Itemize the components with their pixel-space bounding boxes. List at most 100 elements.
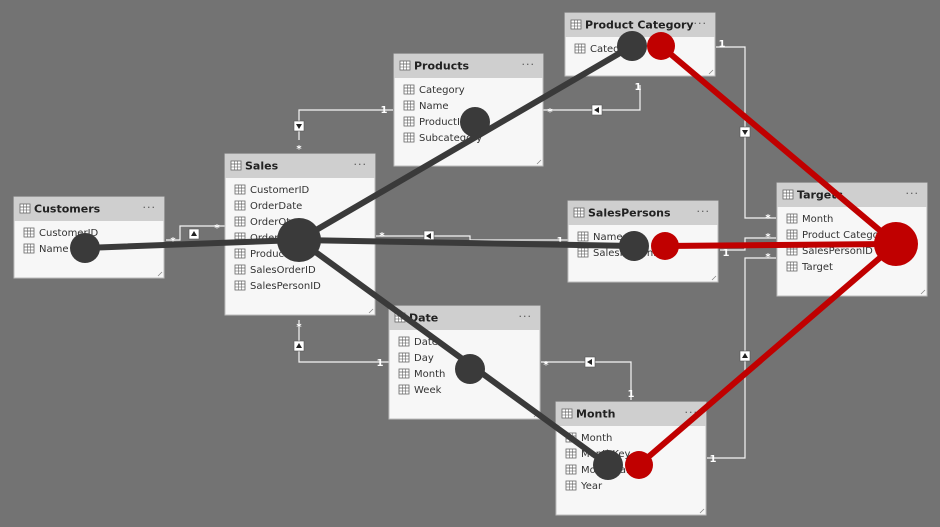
table-icon: [399, 60, 411, 71]
field-name: ProductID: [419, 117, 468, 128]
rel-sales-products[interactable]: [298, 109, 393, 140]
field-row[interactable]: SalesPersonID: [234, 280, 321, 292]
field-table-icon: [577, 247, 589, 258]
field-name: Name: [39, 244, 69, 255]
cardinality-month-one: 1: [628, 389, 635, 400]
cardinality-targets-many-1: *: [765, 213, 771, 224]
more-options-icon[interactable]: ···: [354, 158, 368, 171]
filter-arrow-date-month: [584, 356, 596, 368]
table-title: SalesPersons: [588, 207, 671, 220]
more-options-icon[interactable]: ···: [519, 310, 533, 323]
cardinality-products-one: 1: [381, 105, 388, 116]
field-row[interactable]: ProductID: [403, 116, 468, 128]
rel-sales-date[interactable]: [298, 320, 389, 363]
cardinality-sales-many-bottom: *: [296, 322, 302, 333]
field-table-icon: [786, 229, 798, 240]
field-row[interactable]: Month: [398, 368, 445, 380]
field-row[interactable]: Subcategory: [403, 132, 482, 144]
more-options-icon[interactable]: ···: [906, 187, 920, 200]
field-table-icon: [403, 116, 415, 127]
field-row[interactable]: Year: [565, 480, 603, 492]
field-name: OrderQty: [250, 217, 296, 228]
resize-grip-icon[interactable]: [536, 159, 542, 165]
field-row[interactable]: Name: [403, 100, 449, 112]
table-cards: Product Category···CategoryProducts···Ca…: [13, 12, 928, 516]
field-table-icon: [786, 245, 798, 256]
table-card-product-category[interactable]: Product Category···Category: [564, 12, 716, 77]
field-name: Product Category: [802, 230, 889, 241]
field-row[interactable]: ProductID: [234, 248, 299, 260]
resize-grip-icon[interactable]: [699, 508, 705, 514]
filter-arrow-sales-date: [293, 340, 305, 352]
field-row[interactable]: OrderQty: [234, 216, 296, 228]
cardinality-category-one: 1: [635, 82, 642, 93]
field-row[interactable]: Category: [574, 43, 636, 55]
field-table-icon: [234, 184, 246, 195]
more-options-icon[interactable]: ···: [522, 58, 536, 71]
table-icon: [230, 160, 242, 171]
overlay-line-sales-category: [296, 43, 635, 243]
cardinality-month-one-right: 1: [710, 454, 717, 465]
resize-grip-icon[interactable]: [368, 308, 374, 314]
overlay-dot-targets-red: [874, 222, 918, 266]
field-name: Name: [419, 101, 449, 112]
cardinality-products-many: *: [547, 107, 553, 118]
more-options-icon[interactable]: ···: [697, 205, 711, 218]
rel-customers-sales[interactable]: [166, 225, 225, 241]
field-table-icon: [234, 264, 246, 275]
resize-grip-icon[interactable]: [920, 289, 926, 295]
field-row[interactable]: Product Category: [786, 229, 889, 241]
cardinality-salespersons-one-right: 1: [723, 248, 730, 259]
table-icon: [570, 19, 582, 30]
field-row[interactable]: Month: [786, 213, 833, 225]
table-title: Products: [414, 60, 470, 73]
field-row[interactable]: OrderDate: [234, 200, 302, 212]
field-table-icon: [574, 43, 586, 54]
table-icon: [782, 189, 794, 200]
field-row[interactable]: SalesOrderID: [234, 264, 316, 276]
field-row[interactable]: Name: [23, 243, 69, 255]
rel-date-month[interactable]: [541, 361, 632, 400]
resize-grip-icon[interactable]: [711, 275, 717, 281]
field-row[interactable]: Target: [786, 261, 833, 273]
field-table-icon: [565, 448, 577, 459]
more-options-icon[interactable]: ···: [143, 201, 157, 214]
field-table-icon: [786, 213, 798, 224]
field-name: Month: [414, 369, 445, 380]
rel-sales-salespersons[interactable]: [376, 235, 568, 241]
more-options-icon[interactable]: ···: [694, 17, 708, 30]
field-name: Category: [590, 44, 636, 55]
field-row[interactable]: SalesPersonID: [786, 245, 873, 257]
filter-arrow-products-category: [591, 104, 603, 116]
table-card-salespersons[interactable]: SalesPersons···NameSalesPersonID: [567, 200, 719, 283]
resize-grip-icon[interactable]: [157, 271, 163, 277]
field-row[interactable]: CustomerID: [23, 227, 99, 239]
field-table-icon: [23, 243, 35, 254]
field-name: OrderDate: [250, 201, 302, 212]
field-name: Day: [414, 353, 434, 364]
field-row[interactable]: Name: [577, 231, 623, 243]
field-table-icon: [577, 231, 589, 242]
overlay-dot-sales: [277, 218, 321, 262]
field-row[interactable]: CustomerID: [234, 184, 310, 196]
filter-arrow-month-targets: [739, 350, 751, 362]
annotation-overlay: [70, 31, 918, 480]
field-name: Month: [581, 433, 612, 444]
field-table-icon: [398, 336, 410, 347]
cardinality-labels: 1****11*1*1*1*1**1: [170, 39, 771, 465]
table-card-sales[interactable]: Sales···CustomerIDOrderDateOrderQtyOrder…: [224, 153, 376, 316]
field-row[interactable]: Category: [403, 84, 465, 96]
overlay-line-category-targets: [658, 43, 899, 247]
field-row[interactable]: Day: [398, 352, 434, 364]
cardinality-date-one: 1: [377, 358, 384, 369]
field-row[interactable]: Date: [398, 336, 438, 348]
resize-grip-icon[interactable]: [708, 69, 714, 75]
field-row[interactable]: Week: [398, 384, 442, 396]
overlay-line-sales-salespersons: [296, 237, 637, 249]
table-icon: [573, 207, 585, 218]
field-name: SalesPersonID: [250, 281, 321, 292]
cardinality-sales-one-left: *: [214, 223, 220, 234]
rel-products-category[interactable]: [543, 85, 641, 111]
table-icon: [561, 408, 573, 419]
